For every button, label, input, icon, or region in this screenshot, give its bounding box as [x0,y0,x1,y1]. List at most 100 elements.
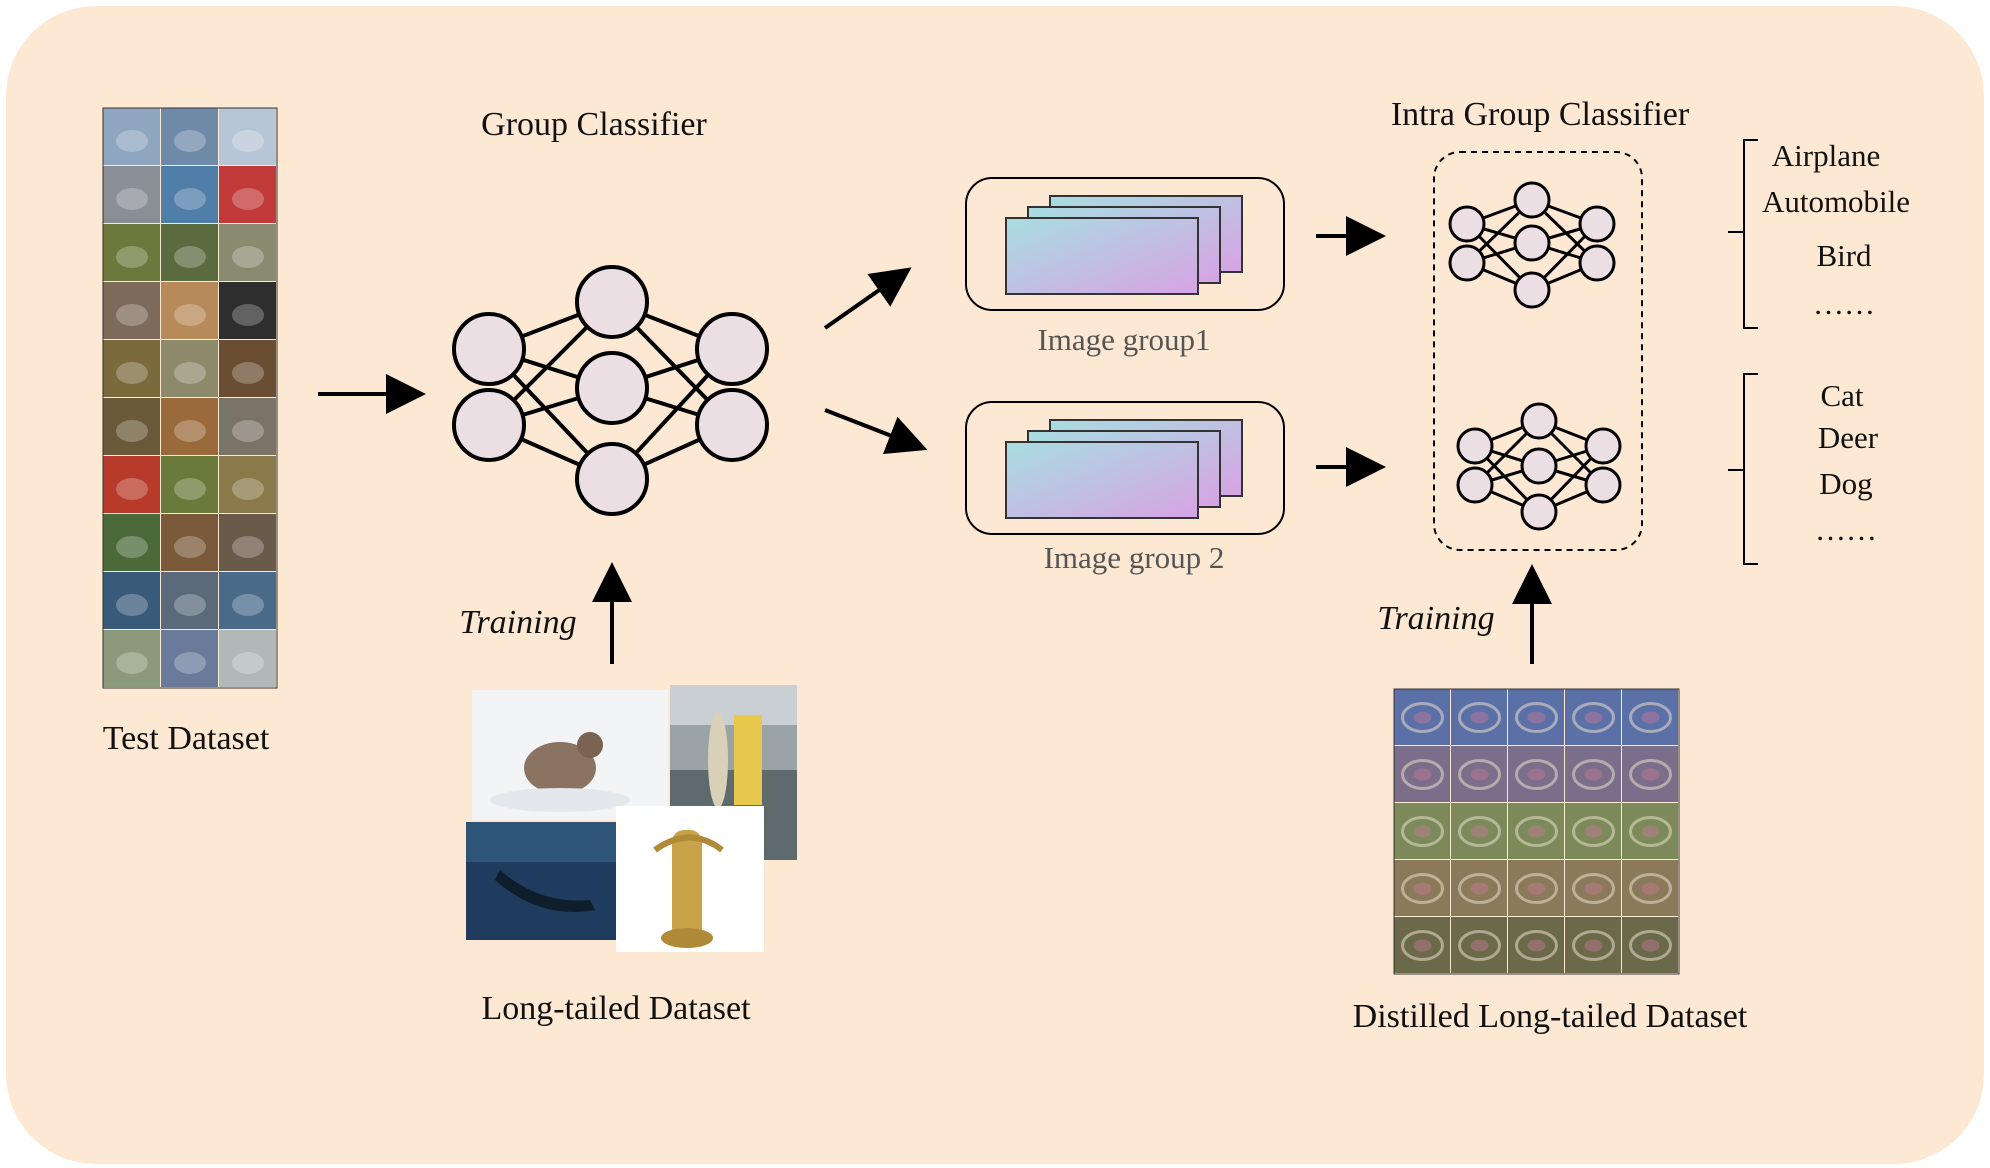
distilled-dataset-label: Distilled Long-tailed Dataset [1352,998,1748,1035]
distilled-pattern [1470,825,1489,838]
intra-group-classifier-box [1433,151,1643,551]
test-image-subject [232,594,264,616]
distilled-pattern [1401,759,1444,790]
network-node [1448,244,1486,282]
distilled-pattern [1629,759,1672,790]
distilled-pattern [1584,711,1603,724]
network-node [1520,493,1558,531]
test-image-horse [161,514,218,571]
test-dataset-image-grid [102,107,278,689]
distilled-pattern [1527,768,1546,781]
test-image-deer [161,340,218,397]
distilled-pattern [1458,702,1501,733]
distilled-pattern [1470,711,1489,724]
class-label: Cat [1820,378,1863,413]
test-image-horse [219,514,276,571]
test-image-cat [103,282,160,339]
test-image-airplane [161,108,218,165]
test-image-ship [161,572,218,629]
distilled-pattern [1413,768,1432,781]
network-node [1520,447,1558,485]
network-node [1520,402,1558,440]
partridge-photo [472,690,668,820]
distilled-pattern [1584,768,1603,781]
intra-group-classifier-title: Intra Group Classifier [1390,96,1690,133]
intra-classifier-network-icon-1 [1448,181,1616,309]
distilled-pattern [1401,873,1444,904]
test-image-cat [161,282,218,339]
distilled-pattern [1413,711,1432,724]
distilled-pattern [1641,882,1660,895]
distilled-pattern [1641,825,1660,838]
test-image-dog [161,398,218,455]
tuba-photo [616,806,764,952]
seal-photo [466,822,616,940]
distilled-pattern [1527,882,1546,895]
distilled-pattern [1641,768,1660,781]
test-image-bird [219,224,276,281]
test-image-automobile [161,166,218,223]
test-image-subject [116,536,148,558]
image-group-2-box [965,401,1285,535]
class-label: …… [1813,286,1875,321]
network-node [1513,271,1551,309]
test-image-subject [174,130,206,152]
distilled-pattern [1470,768,1489,781]
test-image-airplane [103,108,160,165]
long-tailed-photo-collage [466,685,797,952]
test-image-truck [161,630,218,687]
test-image-ship [219,572,276,629]
network-node [1578,244,1616,282]
training-label-right: Training [1377,600,1495,637]
distilled-pattern [1458,759,1501,790]
distilled-pattern [1527,711,1546,724]
test-image-subject [232,652,264,674]
test-image-dog [219,398,276,455]
test-image-truck [219,630,276,687]
test-image-frog [161,456,218,513]
network-node [1448,205,1486,243]
distilled-pattern [1401,816,1444,847]
test-image-subject [116,188,148,210]
test-image-subject [174,536,206,558]
test-image-subject [116,130,148,152]
network-node [1456,466,1494,504]
test-image-subject [174,420,206,442]
network-node [1584,427,1622,465]
distilled-pattern [1515,759,1558,790]
test-image-subject [232,478,264,500]
test-image-dog [103,398,160,455]
distilled-pattern [1641,711,1660,724]
distilled-pattern [1584,939,1603,952]
group-classifier-network-icon [452,265,769,516]
test-grid-border [102,107,278,689]
class-label: Deer [1818,420,1879,455]
network-node [1578,205,1616,243]
test-image-subject [174,246,206,268]
long-tailed-dataset-label: Long-tailed Dataset [481,990,751,1027]
distilled-pattern [1401,702,1444,733]
distilled-pattern [1515,702,1558,733]
test-image-frog [219,456,276,513]
test-image-bird [103,224,160,281]
test-image-bird [161,224,218,281]
network-node [1456,427,1494,465]
distilled-pattern [1629,873,1672,904]
distilled-dataset-image-grid [1393,688,1680,975]
distilled-pattern [1470,882,1489,895]
image-group-1-box [965,177,1285,311]
image-group-2-label: Image group 2 [1043,540,1225,575]
test-image-horse [103,514,160,571]
test-image-subject [232,536,264,558]
distilled-pattern [1572,816,1615,847]
test-image-subject [116,304,148,326]
network-node [575,351,649,425]
distilled-pattern [1527,825,1546,838]
test-image-subject [116,246,148,268]
test-image-subject [116,478,148,500]
test-image-subject [174,652,206,674]
test-dataset-label: Test Dataset [102,720,270,757]
test-image-subject [174,304,206,326]
distilled-grid-border [1393,688,1680,975]
